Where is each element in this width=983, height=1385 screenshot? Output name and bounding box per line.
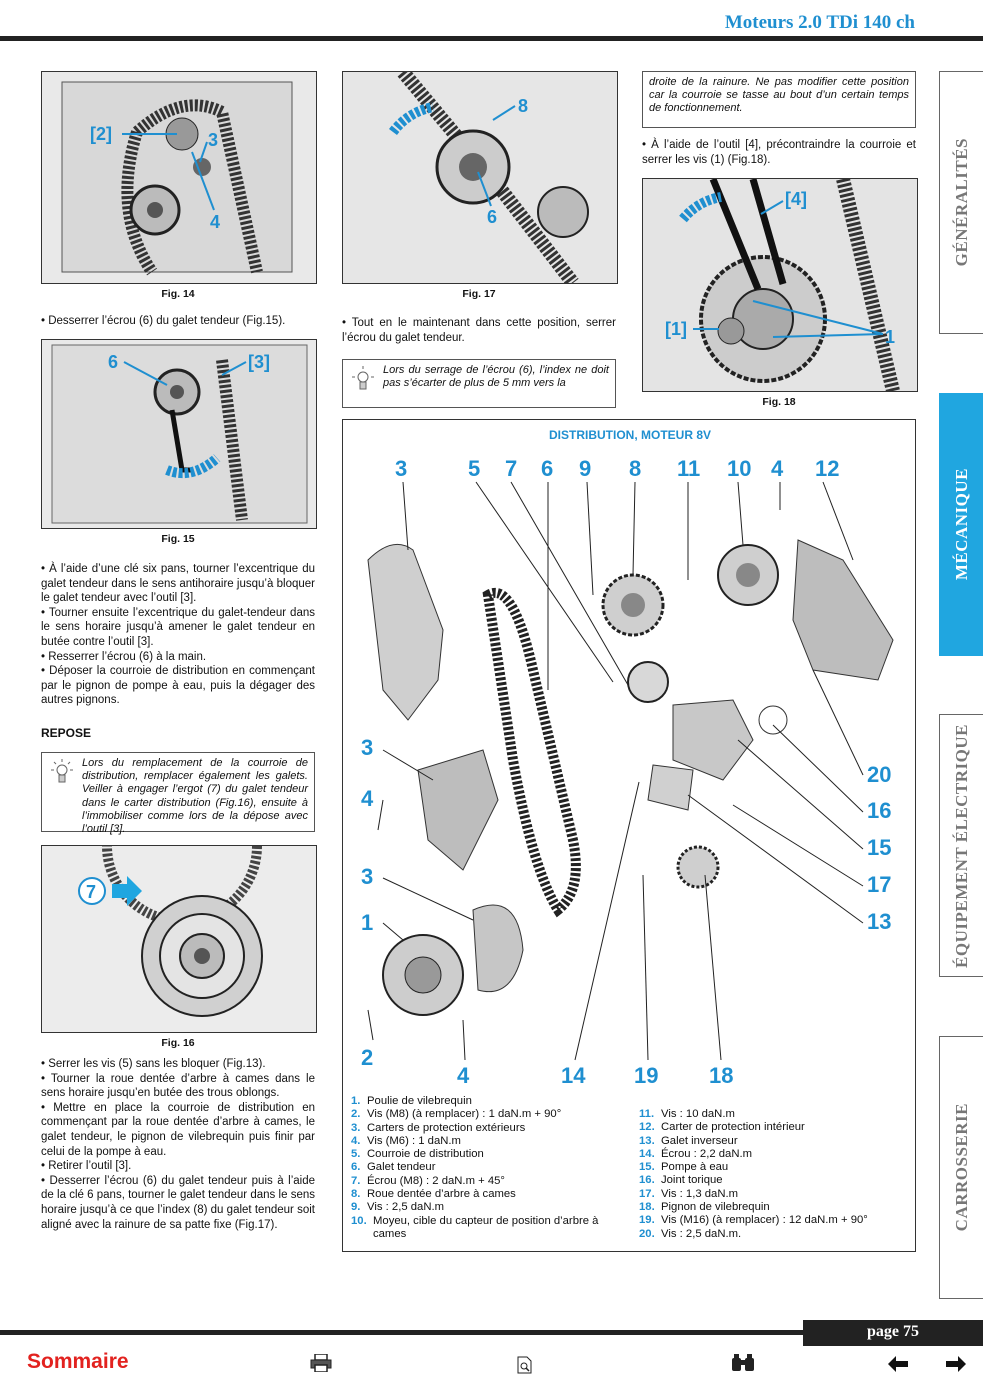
legend-item: 6.Galet tendeur (351, 1161, 436, 1174)
tab-carrosserie[interactable]: CARROSSERIE (939, 1036, 983, 1299)
fig14-label-4: 4 (210, 212, 220, 232)
col2-note: Lors du serrage de l’écrou (6), l’index … (342, 359, 616, 408)
legend-item: 11.Vis : 10 daN.m (639, 1108, 735, 1120)
legend-item: 20.Vis : 2,5 daN.m. (639, 1227, 742, 1240)
legend-item: 10.Moyeu, cible du capteur de position d… (351, 1214, 599, 1240)
right-numbers: 20 16 15 17 13 (867, 762, 891, 934)
num-12: 12 (815, 456, 839, 481)
top-numbers: 3 5 7 6 9 8 11 10 4 12 (395, 456, 839, 481)
col1-note: Lors du remplacement de la courroie de d… (41, 752, 315, 835)
fig15-label-6: 6 (108, 352, 118, 372)
legend-item: 8.Roue dentée d’arbre à cames (351, 1188, 516, 1201)
legend-item: 3.Carters de protection extérieurs (351, 1121, 526, 1134)
fig18-label-4: [4] (785, 189, 807, 209)
legend-item: 15.Pompe à eau (639, 1161, 729, 1174)
col1-para-3: • Serrer les vis (5) sans les bloquer (F… (41, 1058, 315, 1231)
tab-mecanique[interactable]: MÉCANIQUE (939, 393, 983, 656)
tab-equipement-electrique[interactable]: ÉQUIPEMENT ÉLECTRIQUE (939, 714, 983, 977)
num-right-17: 17 (867, 872, 891, 897)
figure-17: 8 6 (342, 71, 618, 284)
bottom-numbers: 4 14 19 18 (457, 1063, 733, 1088)
num-right-20: 20 (867, 762, 891, 787)
legend-item: 7.Écrou (M8) : 2 daN.m + 45° (351, 1174, 505, 1187)
legend-left: 1.Poulie de vilebrequin 2.Vis (M8) (à re… (351, 1095, 631, 1241)
fig16-caption: Fig. 16 (161, 1037, 195, 1049)
legend-item: 9.Vis : 2,5 daN.m (351, 1201, 445, 1214)
num-bottom-19: 19 (634, 1063, 658, 1088)
col2-para-1: • Tout en le maintenant dans cette posit… (342, 317, 616, 344)
fig14-label-3: 3 (208, 130, 218, 150)
legend-item: 16.Joint torique (639, 1174, 723, 1187)
num-right-16: 16 (867, 798, 891, 823)
num-5: 5 (468, 456, 480, 481)
header-title: Moteurs 2.0 TDi 140 ch (724, 12, 915, 33)
num-3: 3 (395, 456, 407, 481)
distribution-title: DISTRIBUTION, MOTEUR 8V (548, 428, 711, 442)
distribution-diagram: 3 5 7 6 9 8 11 10 4 12 3 4 3 1 2 20 16 1… (361, 456, 894, 1088)
repose-heading: REPOSE (41, 726, 92, 740)
printer-icon[interactable] (310, 1353, 332, 1373)
legend-item: 14.Écrou : 2,2 daN.m (639, 1147, 753, 1160)
legend-item: 13.Galet inverseur (639, 1134, 738, 1147)
col1-para-2: • À l’aide d’une clé six pans, tourner l… (41, 563, 315, 707)
lightbulb-icon (51, 759, 73, 783)
fig18-label-1: 1 (885, 327, 895, 347)
fig15-caption: Fig. 15 (161, 533, 195, 545)
legend-item: 12.Carter de protection intérieur (639, 1121, 805, 1134)
legend-item: 17.Vis : 1,3 daN.m (639, 1187, 739, 1200)
binoculars-icon[interactable] (731, 1354, 755, 1372)
left-numbers: 3 4 3 1 2 (361, 735, 374, 1070)
num-left-2: 2 (361, 1045, 373, 1070)
num-7: 7 (505, 456, 517, 481)
lightbulb-icon (352, 366, 374, 390)
tab-generalites[interactable]: GÉNÉRALITÉS (939, 71, 983, 334)
num-left-3b: 3 (361, 864, 373, 889)
num-9: 9 (579, 456, 591, 481)
figure-14: [2] 3 4 (41, 71, 317, 284)
num-bottom-14: 14 (561, 1063, 586, 1088)
fig14-label-2: [2] (90, 124, 112, 144)
legend-right: 11.Vis : 10 daN.m 12.Carter de protectio… (639, 1108, 909, 1241)
num-8: 8 (629, 456, 641, 481)
legend-item: 2.Vis (M8) (à remplacer) : 1 daN.m + 90° (351, 1108, 562, 1121)
legend-item: 18.Pignon de vilebrequin (639, 1201, 770, 1214)
fig18-label-1-bracket: [1] (665, 319, 687, 339)
fig16-label-7: 7 (86, 882, 96, 902)
footer-rule (0, 1330, 983, 1335)
legend-item: 1.Poulie de vilebrequin (351, 1095, 472, 1107)
col3-note-continued: droite de la rainure. Ne pas modifier ce… (642, 71, 916, 128)
sommaire-link[interactable]: Sommaire (27, 1350, 129, 1373)
fig14-caption: Fig. 14 (161, 288, 195, 300)
fig18-caption: Fig. 18 (762, 396, 796, 408)
fig17-label-8: 8 (518, 96, 528, 116)
col3-para-1: • À l’aide de l’outil [4], précontraindr… (642, 139, 916, 166)
num-bottom-4: 4 (457, 1063, 470, 1088)
num-right-13: 13 (867, 909, 891, 934)
arrow-right-icon[interactable] (946, 1356, 966, 1372)
col1-para-1: • Desserrer l’écrou (6) du galet tendeur… (41, 315, 286, 327)
fig15-label-3: [3] (248, 352, 270, 372)
num-11: 11 (677, 456, 700, 481)
legend-item: 19.Vis (M16) (à remplacer) : 12 daN.m + … (639, 1214, 868, 1227)
zoom-icon[interactable] (517, 1356, 533, 1374)
num-bottom-18: 18 (709, 1063, 733, 1088)
page-number: page 75 (803, 1320, 983, 1346)
figure-16: 7 (41, 845, 317, 1033)
legend-item: 5.Courroie de distribution (351, 1148, 484, 1161)
num-right-15: 15 (867, 835, 891, 860)
num-left-3a: 3 (361, 735, 373, 760)
arrow-left-icon[interactable] (888, 1356, 908, 1372)
fig17-caption: Fig. 17 (462, 288, 496, 300)
fig17-label-6: 6 (487, 207, 497, 227)
header-rule (0, 36, 983, 41)
num-6: 6 (541, 456, 553, 481)
figure-15: 6 [3] (41, 339, 317, 529)
distribution-panel: DISTRIBUTION, MOTEUR 8V 3 5 7 6 9 8 11 1… (342, 419, 916, 1252)
num-left-4: 4 (361, 786, 374, 811)
num-4: 4 (771, 456, 784, 481)
num-left-1: 1 (361, 910, 373, 935)
figure-18: [4] [1] 1 (642, 178, 918, 392)
legend-item: 4.Vis (M6) : 1 daN.m (351, 1134, 461, 1147)
num-10: 10 (727, 456, 751, 481)
